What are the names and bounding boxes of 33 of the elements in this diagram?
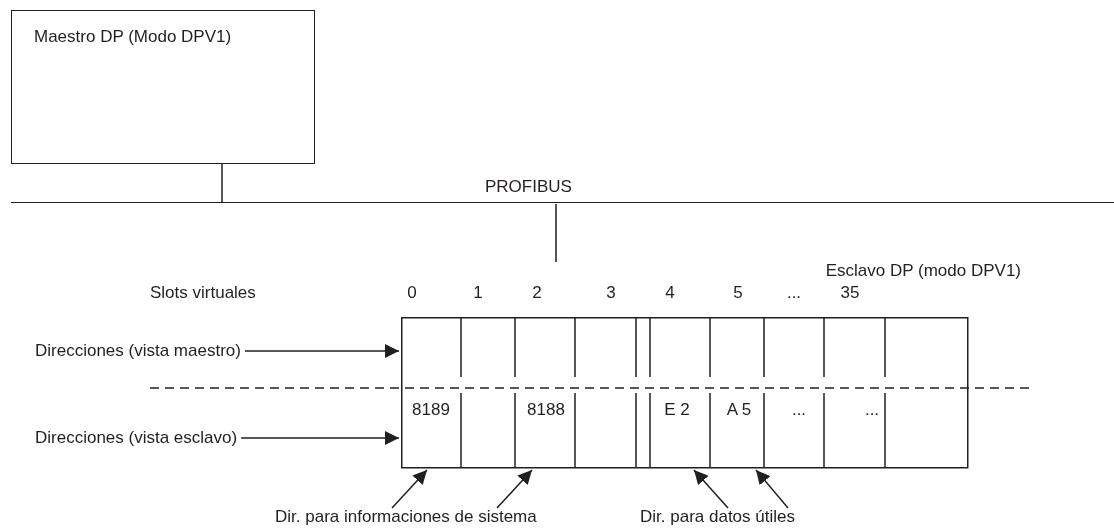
address-value: ...	[864, 401, 880, 419]
row-heading: Slots virtuales	[150, 284, 256, 302]
address-value: 8189	[412, 401, 450, 419]
leader-text: Direcciones (vista esclavo)	[35, 429, 238, 447]
address-value: A 5	[726, 401, 752, 419]
slot-number: 5	[733, 284, 743, 302]
slave-heading: Esclavo DP (modo DPV1)	[825, 262, 1021, 280]
leader-arrow	[755, 469, 789, 509]
leader-arrow	[391, 469, 428, 509]
master-box	[11, 10, 315, 164]
slot-number: 1	[473, 284, 483, 302]
leader-arrow	[240, 431, 400, 445]
leader-arrow	[244, 344, 400, 358]
slot-number: ...	[786, 284, 802, 302]
leader-arrow	[693, 469, 729, 509]
address-value: ...	[791, 401, 807, 419]
slot-number: 3	[606, 284, 616, 302]
connector-line	[555, 203, 557, 263]
address-value: E 2	[664, 401, 690, 419]
slot-number: 0	[407, 284, 417, 302]
slot-number: 2	[532, 284, 542, 302]
leader-text: Dir. para datos útiles	[640, 508, 795, 526]
bus-label: PROFIBUS	[485, 178, 572, 196]
connector-line	[221, 163, 223, 204]
leader-text: Dir. para informaciones de sistema	[275, 508, 537, 526]
leader-text: Direcciones (vista maestro)	[35, 342, 241, 360]
slot-number: 4	[665, 284, 675, 302]
address-value: 8188	[527, 401, 565, 419]
slave-table	[401, 262, 1021, 468]
slot-number: 35	[840, 284, 860, 302]
box-title: Maestro DP (Modo DPV1)	[34, 27, 232, 47]
leader-arrow	[496, 469, 533, 509]
bus-line	[11, 180, 1114, 203]
